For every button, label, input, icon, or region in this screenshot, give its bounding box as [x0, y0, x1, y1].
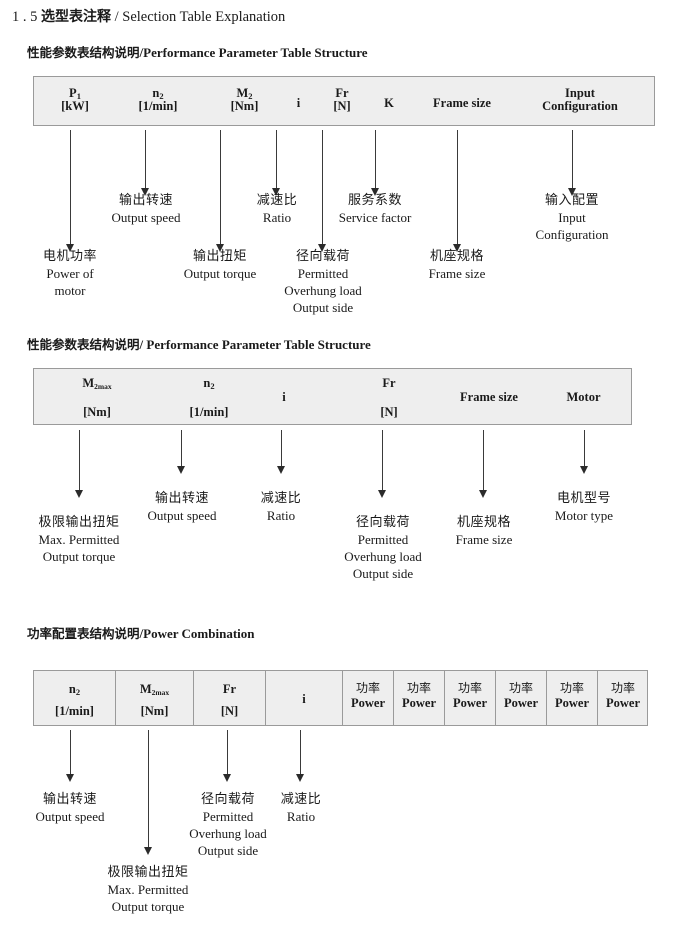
annotation-max-permitted-output-torque: 极限输出扭矩 Max. Permitted Output torque — [38, 515, 120, 565]
table2-col-motor: Motor — [566, 390, 601, 404]
annotation-ratio-2: 减速比 Ratio — [260, 491, 302, 524]
arrow-output-torque — [216, 130, 225, 252]
section-2-heading-english: Performance Parameter Table Structure — [146, 337, 371, 352]
arrow-permitted-overhung-load — [318, 130, 327, 252]
annotation-output-speed-2: 输出转速 Output speed — [147, 491, 217, 524]
section-2-heading-chinese: 性能参数表结构说明 — [27, 337, 140, 352]
section-3-heading: 功率配置表结构说明/Power Combination — [27, 623, 255, 642]
section-3-heading-separator: / — [139, 626, 144, 641]
table3-divider-2 — [193, 671, 194, 725]
annotation-output-speed-3: 输出转速 Output speed — [35, 792, 105, 825]
page-title: 1 . 5 选型表注释 / Selection Table Explanatio… — [12, 6, 285, 26]
table1-col-n2: n2 [1/min] — [138, 86, 178, 114]
page-title-chinese: 选型表注释 — [41, 9, 111, 25]
table3-col-m2max: M2max [Nm] — [139, 682, 170, 719]
table1-col-input-configuration: Input Configuration — [542, 86, 618, 114]
table3-col-power-1: 功率 Power — [350, 681, 385, 710]
annotation-service-factor: 服务系数 Service factor — [338, 193, 412, 226]
page-title-number: 1 . 5 — [12, 9, 38, 25]
arrow-ratio — [272, 130, 281, 196]
arrow-output-speed-2 — [177, 430, 186, 474]
arrow-permitted-overhung-load-2 — [378, 430, 387, 498]
table3-col-power-2: 功率 Power — [401, 681, 436, 710]
table3-divider-6 — [444, 671, 445, 725]
table3-divider-4 — [342, 671, 343, 725]
table1-col-i: i — [296, 96, 301, 110]
table3-divider-9 — [597, 671, 598, 725]
annotation-frame-size: 机座规格 Frame size — [428, 249, 486, 282]
performance-parameter-table-1: P1 [kW] n2 [1/min] M2 [Nm] i Fr [N] K Fr… — [33, 76, 655, 126]
arrow-motor-type — [580, 430, 589, 474]
arrow-service-factor — [371, 130, 380, 196]
table2-col-i: i — [282, 390, 286, 404]
section-1-heading: 性能参数表结构说明/Performance Parameter Table St… — [27, 42, 368, 61]
annotation-permitted-overhung-load-2: 径向载荷 Permitted Overhung load Output side — [344, 515, 422, 582]
annotation-output-speed: 输出转速 Output speed — [111, 193, 181, 226]
table3-divider-1 — [115, 671, 116, 725]
table3-col-i: i — [302, 692, 306, 706]
section-2-heading-separator: / — [139, 337, 144, 352]
table3-col-power-4: 功率 Power — [503, 681, 538, 710]
section-1-heading-english: Performance Parameter Table Structure — [143, 45, 368, 60]
page-title-english: Selection Table Explanation — [122, 9, 286, 25]
table2-col-fr: Fr [N] — [380, 376, 398, 420]
table3-col-power-5: 功率 Power — [554, 681, 589, 710]
table3-col-power-6: 功率 Power — [605, 681, 640, 710]
section-3-heading-chinese: 功率配置表结构说明 — [27, 626, 140, 641]
arrow-ratio-3 — [296, 730, 305, 782]
annotation-permitted-overhung-load-3: 径向载荷 Permitted Overhung load Output side — [189, 792, 267, 859]
annotation-ratio: 减速比 Ratio — [256, 193, 298, 226]
table3-divider-5 — [393, 671, 394, 725]
table3-divider-8 — [546, 671, 547, 725]
power-combination-table: n2 [1/min] M2max [Nm] Fr [N] i 功率 Power … — [33, 670, 648, 726]
annotation-max-permitted-output-torque-3: 极限输出扭矩 Max. Permitted Output torque — [107, 865, 189, 915]
table3-col-n2: n2 [1/min] — [55, 682, 94, 719]
annotation-ratio-3: 减速比 Ratio — [280, 792, 322, 825]
arrow-max-permitted-output-torque — [75, 430, 84, 498]
arrow-input-configuration — [568, 130, 577, 196]
table3-col-fr: Fr [N] — [220, 682, 239, 719]
table1-col-fr: Fr [N] — [333, 86, 351, 114]
table2-col-frame-size: Frame size — [460, 390, 518, 404]
annotation-motor-type: 电机型号 Motor type — [554, 491, 614, 524]
page-title-separator: / — [114, 9, 119, 25]
arrow-frame-size-2 — [479, 430, 488, 498]
annotation-output-torque: 输出扭矩 Output torque — [183, 249, 257, 282]
arrow-permitted-overhung-load-3 — [223, 730, 232, 782]
table3-divider-7 — [495, 671, 496, 725]
performance-parameter-table-2: M2max [Nm] n2 [1/min] i Fr [N] Frame siz… — [33, 368, 632, 425]
arrow-ratio-2 — [277, 430, 286, 474]
table3-col-power-3: 功率 Power — [452, 681, 487, 710]
annotation-frame-size-2: 机座规格 Frame size — [455, 515, 513, 548]
section-1-heading-separator: / — [139, 45, 144, 60]
table2-col-m2max: M2max [Nm] — [82, 376, 112, 420]
arrow-output-speed-3 — [66, 730, 75, 782]
arrow-frame-size — [453, 130, 462, 252]
annotation-permitted-overhung-load: 径向载荷 Permitted Overhung load Output side — [284, 249, 362, 316]
section-1-heading-chinese: 性能参数表结构说明 — [27, 45, 140, 60]
table1-col-p1: P1 [kW] — [61, 86, 89, 114]
table3-divider-3 — [265, 671, 266, 725]
table1-col-m2: M2 [Nm] — [230, 86, 259, 114]
table2-col-n2: n2 [1/min] — [189, 376, 229, 420]
table1-col-frame-size: Frame size — [433, 96, 491, 110]
arrow-max-permitted-output-torque-3 — [144, 730, 153, 855]
annotation-power-of-motor: 电机功率 Power of motor — [42, 249, 98, 299]
annotation-input-configuration: 输入配置 Input Configuration — [535, 193, 609, 243]
table1-col-k: K — [384, 96, 394, 110]
arrow-output-speed — [141, 130, 150, 196]
section-3-heading-english: Power Combination — [143, 626, 255, 641]
arrow-power-of-motor — [66, 130, 75, 252]
section-2-heading: 性能参数表结构说明/ Performance Parameter Table S… — [27, 334, 371, 353]
